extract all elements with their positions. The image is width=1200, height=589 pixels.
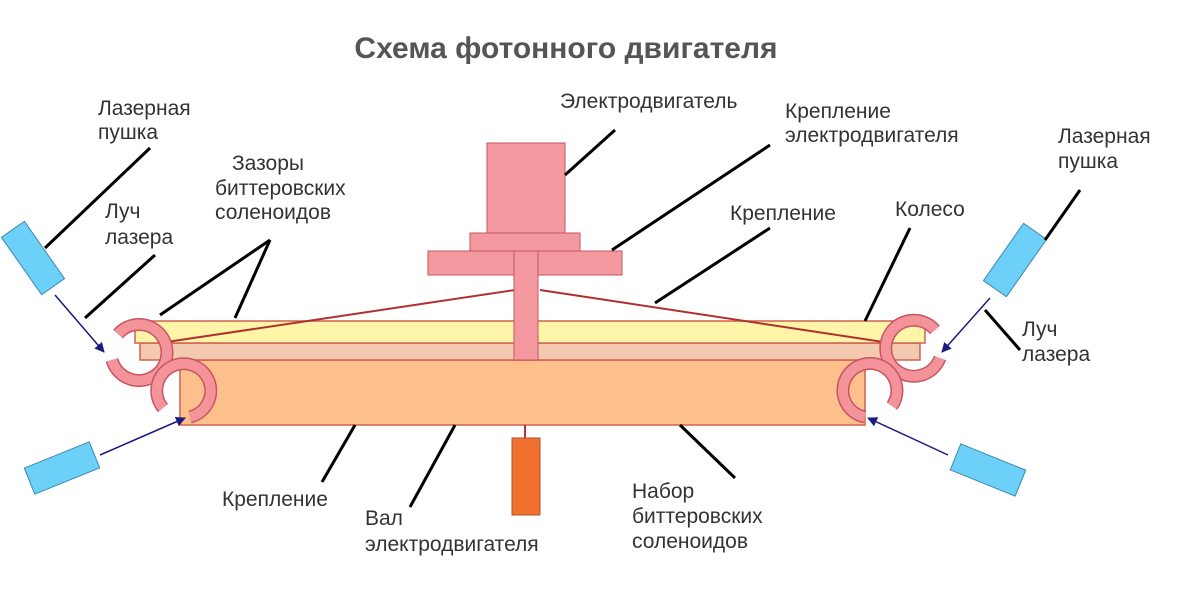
ring-upper-left <box>105 318 174 387</box>
label-line: электродвигателя <box>365 533 539 556</box>
label-line: Луч <box>105 200 140 223</box>
leader-gaps-2 <box>233 239 272 319</box>
label-line: Зазоры <box>232 152 304 175</box>
ring-lower-left <box>150 357 218 424</box>
shaft-block <box>511 437 541 516</box>
mount-line-left <box>159 289 516 344</box>
label-shaft: Вал электродвигателя <box>365 507 539 556</box>
label-line: Лазерная <box>98 97 191 120</box>
leader-laser-gun-left <box>43 146 152 250</box>
label-line: Крепление <box>785 100 891 123</box>
label-line: Лазерная <box>1058 125 1151 148</box>
ring-lower-right <box>836 356 904 424</box>
leader-beam-left <box>83 253 157 320</box>
leader-wheel <box>863 227 912 322</box>
leader-mount-top <box>654 226 771 305</box>
motor-shaft <box>513 250 539 361</box>
laser-beam-top-right <box>941 297 991 353</box>
leader-mount-bottom <box>320 424 357 483</box>
label-line: соленоидов <box>215 201 331 224</box>
label-solenoid-set: Набор биттеровских соленоидов <box>632 480 763 553</box>
label-line: пушка <box>98 121 158 144</box>
label-laser-gun-left: Лазерная пушка <box>98 97 191 144</box>
label-motor: Электродвигатель <box>560 90 737 113</box>
motor-plate <box>469 232 581 252</box>
diagram-title: Схема фотонного двигателя <box>354 32 777 65</box>
label-motor-mount: Крепление электродвигателя <box>785 100 959 147</box>
leader-laser-gun-right <box>1043 189 1082 241</box>
ring-upper-right <box>879 313 947 383</box>
label-mount-bottom: Крепление <box>222 488 328 511</box>
leader-motor <box>563 128 617 177</box>
leader-gaps-1 <box>159 238 271 317</box>
label-beam-left: Луч лазера <box>105 200 173 249</box>
label-line: электродвигателя <box>785 124 959 147</box>
solenoid-set-bar <box>179 359 866 426</box>
leader-motor-mount <box>611 143 771 252</box>
label-line: Луч <box>1022 318 1057 341</box>
label-line: пушка <box>1058 150 1118 173</box>
leader-solenoid-set <box>678 423 737 480</box>
label-laser-gun-right: Лазерная пушка <box>1058 125 1151 173</box>
laser-gun-top-right <box>982 222 1048 298</box>
label-beam-right: Луч лазера <box>1022 318 1090 366</box>
motor <box>486 142 566 234</box>
label-line: лазера <box>105 226 173 249</box>
laser-gun-bottom-left <box>23 441 101 495</box>
label-line: Набор <box>632 480 694 503</box>
laser-beam-bottom-left <box>99 417 186 456</box>
mount-line-right <box>539 289 891 344</box>
laser-beam-bottom-right <box>867 417 949 456</box>
leader-beam-right <box>983 309 1022 351</box>
label-gaps: Зазоры биттеровских соленоидов <box>215 152 346 224</box>
label-mount-top: Крепление <box>730 202 836 225</box>
leader-shaft <box>408 424 457 508</box>
label-line: биттеровских <box>632 505 763 528</box>
laser-beam-top-left <box>54 294 105 353</box>
label-line: соленоидов <box>632 530 748 553</box>
laser-gun-top-left <box>0 220 66 296</box>
label-line: лазера <box>1022 343 1090 366</box>
label-wheel: Колесо <box>895 198 965 221</box>
label-line: Вал <box>365 507 403 530</box>
laser-gun-bottom-right <box>949 443 1027 497</box>
label-line: биттеровских <box>215 177 346 200</box>
